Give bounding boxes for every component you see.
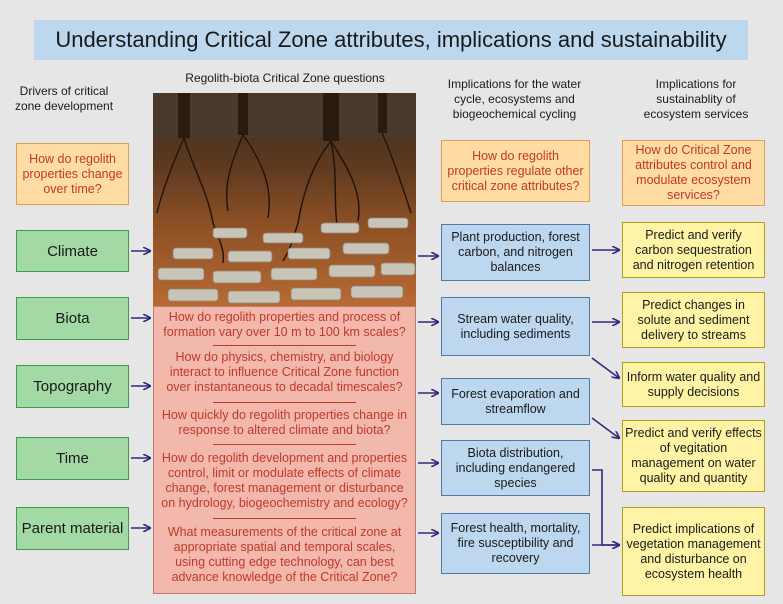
question-divider <box>213 345 356 346</box>
questions-panel <box>153 306 416 594</box>
arrow-to-ecosystem-health-1 <box>592 469 619 545</box>
orange-question-left: How do regolith properties change over t… <box>16 143 129 205</box>
header-drivers: Drivers of critical zone development <box>14 84 114 113</box>
question-divider <box>213 444 356 445</box>
sustainability-water-quality-decisions: Inform water quality and supply decision… <box>622 362 765 407</box>
orange-question-right: How do Critical Zone attributes control … <box>622 140 765 206</box>
header-questions: Regolith-biota Critical Zone questions <box>185 71 385 85</box>
sustainability-ecosystem-health: Predict implications of vegetation manag… <box>622 507 765 596</box>
sustainability-solute-sediment: Predict changes in solute and sediment d… <box>622 292 765 348</box>
implication-biota-distribution: Biota distribution, including endangered… <box>441 440 590 496</box>
question-divider <box>213 518 356 519</box>
driver-topography: Topography <box>16 365 129 408</box>
implication-stream-water-quality: Stream water quality, including sediment… <box>441 297 590 356</box>
driver-parent-material: Parent material <box>16 507 129 550</box>
question-divider <box>213 402 356 403</box>
implication-forest-health: Forest health, mortality, fire susceptib… <box>441 513 590 574</box>
question-3: How quickly do regolith properties chang… <box>161 408 408 437</box>
implication-plant-production: Plant production, forest carbon, and nit… <box>441 224 590 281</box>
arrow-to-vegetation-effects <box>591 417 619 438</box>
driver-climate: Climate <box>16 230 129 272</box>
sustainability-vegetation-effects: Predict and verify effects of vegitation… <box>622 420 765 492</box>
question-1: How do regolith properties and process o… <box>163 310 406 339</box>
question-2: How do physics, chemistry, and biology i… <box>166 350 403 394</box>
implication-forest-evaporation: Forest evaporation and streamflow <box>441 378 590 425</box>
driver-biota: Biota <box>16 297 129 340</box>
driver-time: Time <box>16 437 129 480</box>
soil-profile-illustration <box>153 93 416 306</box>
diagram-title: Understanding Critical Zone attributes, … <box>34 20 748 60</box>
question-4: How do regolith development and properti… <box>161 451 408 510</box>
header-implications: Implications for the water cycle, ecosys… <box>447 77 582 121</box>
header-sustainability: Implications for sustainablity of ecosys… <box>643 77 749 121</box>
question-5: What measurements of the critical zone a… <box>167 525 402 584</box>
arrow-to-water-decisions <box>591 357 619 378</box>
orange-question-middle: How do regolith properties regulate othe… <box>441 140 590 202</box>
sustainability-carbon-sequestration: Predict and verify carbon sequestration … <box>622 222 765 278</box>
